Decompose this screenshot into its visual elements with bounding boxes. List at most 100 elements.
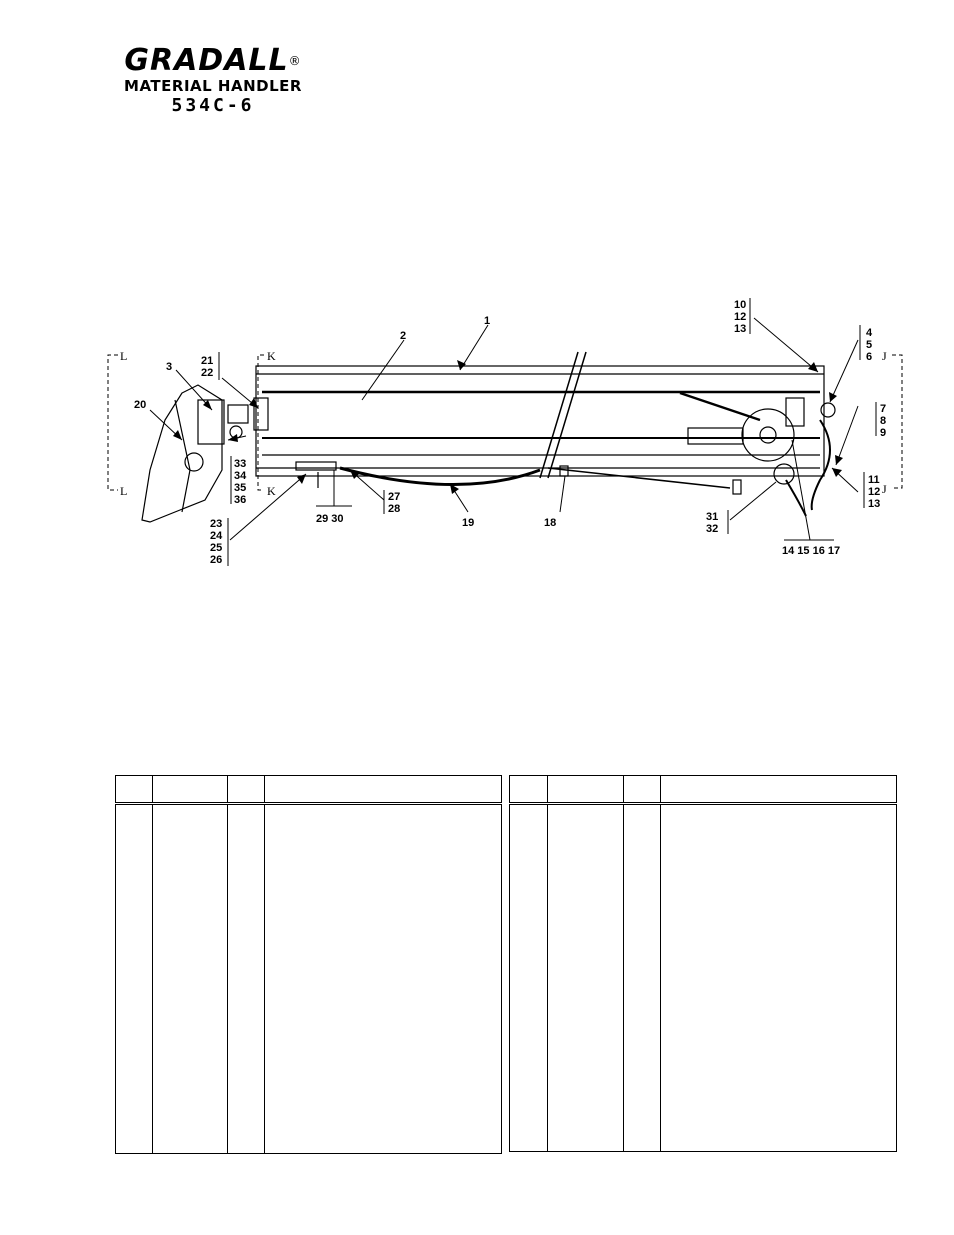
callout-23: 23 [210, 518, 222, 530]
callout-2: 2 [400, 330, 406, 342]
section-j-bottom: J [882, 482, 887, 496]
cell-description [660, 803, 897, 1152]
cell-item-no [510, 804, 548, 1152]
leader-lines [149, 298, 877, 566]
callout-31: 31 [706, 511, 718, 523]
arrow-20 [173, 430, 182, 440]
boom-drawing [141, 351, 836, 523]
break-line-2 [547, 351, 587, 479]
callout-9: 9 [880, 427, 886, 439]
end-hose-2 [785, 479, 807, 517]
parts-table-right [509, 775, 897, 1152]
callout-19: 19 [462, 517, 474, 529]
end-hose [810, 419, 831, 511]
section-brackets [107, 354, 903, 491]
break-line-1 [539, 351, 579, 479]
leader-1 [459, 324, 489, 371]
chain-top [679, 391, 761, 422]
callout-18: 18 [544, 517, 556, 529]
callout-10: 10 [734, 299, 746, 311]
section-l-top: L [120, 349, 127, 363]
arrow-3 [203, 400, 212, 410]
lower-pin [773, 463, 795, 485]
callout-34: 34 [234, 470, 247, 482]
arrow-7-9 [835, 455, 843, 465]
callout-26: 26 [210, 554, 222, 566]
arrow-4-6 [829, 392, 837, 402]
callout-33: 33 [234, 458, 246, 470]
arrow-23-26 [297, 474, 306, 484]
callout-24: 24 [210, 530, 223, 542]
boom-nose [141, 384, 223, 523]
header-part-no [547, 775, 624, 805]
brand-block: GRADALL® MATERIAL HANDLER 534C-6 [108, 44, 318, 117]
callout-1: 1 [484, 315, 490, 327]
lower-hose-right [547, 467, 731, 489]
header-description [264, 775, 502, 805]
cell-description [264, 803, 502, 1154]
cell-part-no [547, 803, 624, 1152]
product-line: MATERIAL HANDLER [124, 77, 302, 95]
callout-22: 22 [201, 367, 213, 379]
leader-7-9 [835, 405, 859, 466]
callout-7: 7 [880, 403, 886, 415]
section-j-top: J [882, 349, 887, 363]
header-item-no [509, 775, 548, 805]
nose-bracket [197, 399, 225, 445]
table-row [116, 803, 502, 1154]
mount-plate [227, 404, 249, 424]
callout-13a: 13 [734, 323, 746, 335]
callout-12a: 12 [734, 311, 746, 323]
arrow-21-22 [249, 398, 258, 408]
header-qty [623, 775, 661, 805]
section-l-bottom: L [120, 484, 127, 498]
callout-4: 4 [866, 327, 873, 339]
callout-6: 6 [866, 351, 872, 363]
arrow-1 [457, 360, 466, 370]
section-k-top: K [267, 349, 276, 363]
leader-18 [559, 475, 566, 513]
arrow-33-36 [228, 434, 238, 442]
registered-mark: ® [288, 54, 302, 68]
header-qty [227, 775, 265, 805]
section-l-bracket [107, 354, 118, 491]
callout-32: 32 [706, 523, 718, 535]
sheave [741, 408, 795, 462]
header-description [660, 775, 897, 805]
leader-14-17 [791, 439, 811, 541]
section-j-bracket [892, 354, 903, 489]
callout-36: 36 [234, 494, 246, 506]
leader-2 [361, 339, 405, 401]
leader-10-13 [753, 317, 819, 373]
arrow-10-13 [808, 362, 818, 372]
hose-fitting [295, 461, 337, 471]
callout-35: 35 [234, 482, 246, 494]
cell-part-no [152, 803, 228, 1154]
callout-14-17: 14 15 16 17 [782, 545, 840, 557]
callout-12b: 12 [868, 486, 880, 498]
callout-5: 5 [866, 339, 872, 351]
boom-assembly-diagram: L L K K J J [107, 298, 903, 566]
table-row [510, 803, 897, 1152]
header-item-no [115, 775, 153, 805]
end-block [785, 397, 805, 427]
hose-clamp [559, 465, 569, 477]
cell-qty [227, 803, 265, 1154]
sheave-hub [759, 426, 777, 444]
callout-27: 27 [388, 491, 400, 503]
callout-11: 11 [868, 474, 880, 486]
leader-31-32 [729, 481, 777, 521]
outer-boom [255, 365, 825, 477]
section-k-bracket [257, 354, 264, 491]
callout-3: 3 [166, 361, 172, 373]
nose-pin [184, 452, 204, 472]
callout-8: 8 [880, 415, 886, 427]
arrow-11-13 [832, 468, 842, 477]
cell-item-no [116, 804, 153, 1154]
arrowheads [173, 360, 843, 494]
arrow-19 [450, 484, 459, 494]
inner-boom-end [253, 397, 269, 431]
arrow-27-28 [350, 470, 360, 479]
brand-name-text: GRADALL [124, 43, 289, 78]
extension-cylinder [687, 427, 744, 445]
